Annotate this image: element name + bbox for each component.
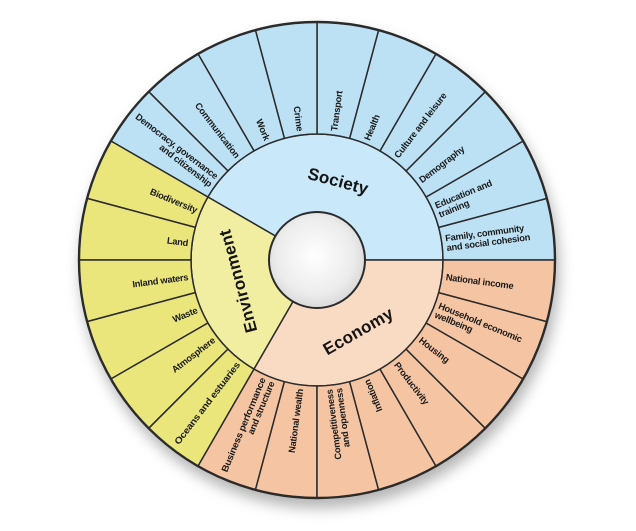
wheel-root: Family, communityand social cohesionEduc… (77, 20, 557, 500)
label-land: Land (166, 236, 189, 249)
center-sphere (268, 211, 366, 309)
outer-rim (77, 20, 557, 500)
label-crime: Crime (292, 106, 305, 132)
